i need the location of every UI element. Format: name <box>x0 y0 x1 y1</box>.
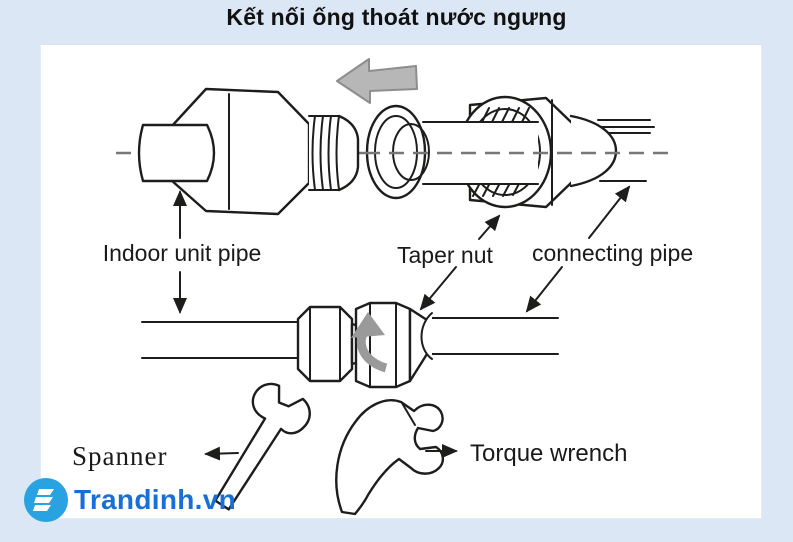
connecting-pipe-drawing <box>597 119 655 182</box>
indoor-pipe-drawing <box>137 123 216 183</box>
label-spanner: Spanner <box>72 441 168 471</box>
pipe-connection-diagram <box>116 58 672 516</box>
brand-text: Trandinh.vn <box>74 484 236 515</box>
torque-wrench-drawing <box>335 399 444 516</box>
tool-label-arrows <box>204 444 458 461</box>
label-taper-nut: Taper nut <box>397 242 493 268</box>
spanner-drawing <box>214 382 311 511</box>
label-connecting-pipe: connecting pipe <box>532 240 694 266</box>
left-arrow-icon <box>336 58 418 104</box>
label-indoor-unit-pipe: Indoor unit pipe <box>102 240 262 266</box>
brand-watermark: Trandinh.vn <box>24 478 236 522</box>
assembled-joint-drawing <box>141 301 559 389</box>
label-arrows <box>173 185 631 314</box>
label-torque-wrench: Torque wrench <box>470 440 628 467</box>
indoor-unit-fitting-drawing <box>137 87 360 216</box>
page-title: Kết nối ống thoát nước ngưng <box>226 4 567 30</box>
brand-logo-icon <box>24 478 68 522</box>
rotate-arrow-icon <box>351 312 388 373</box>
